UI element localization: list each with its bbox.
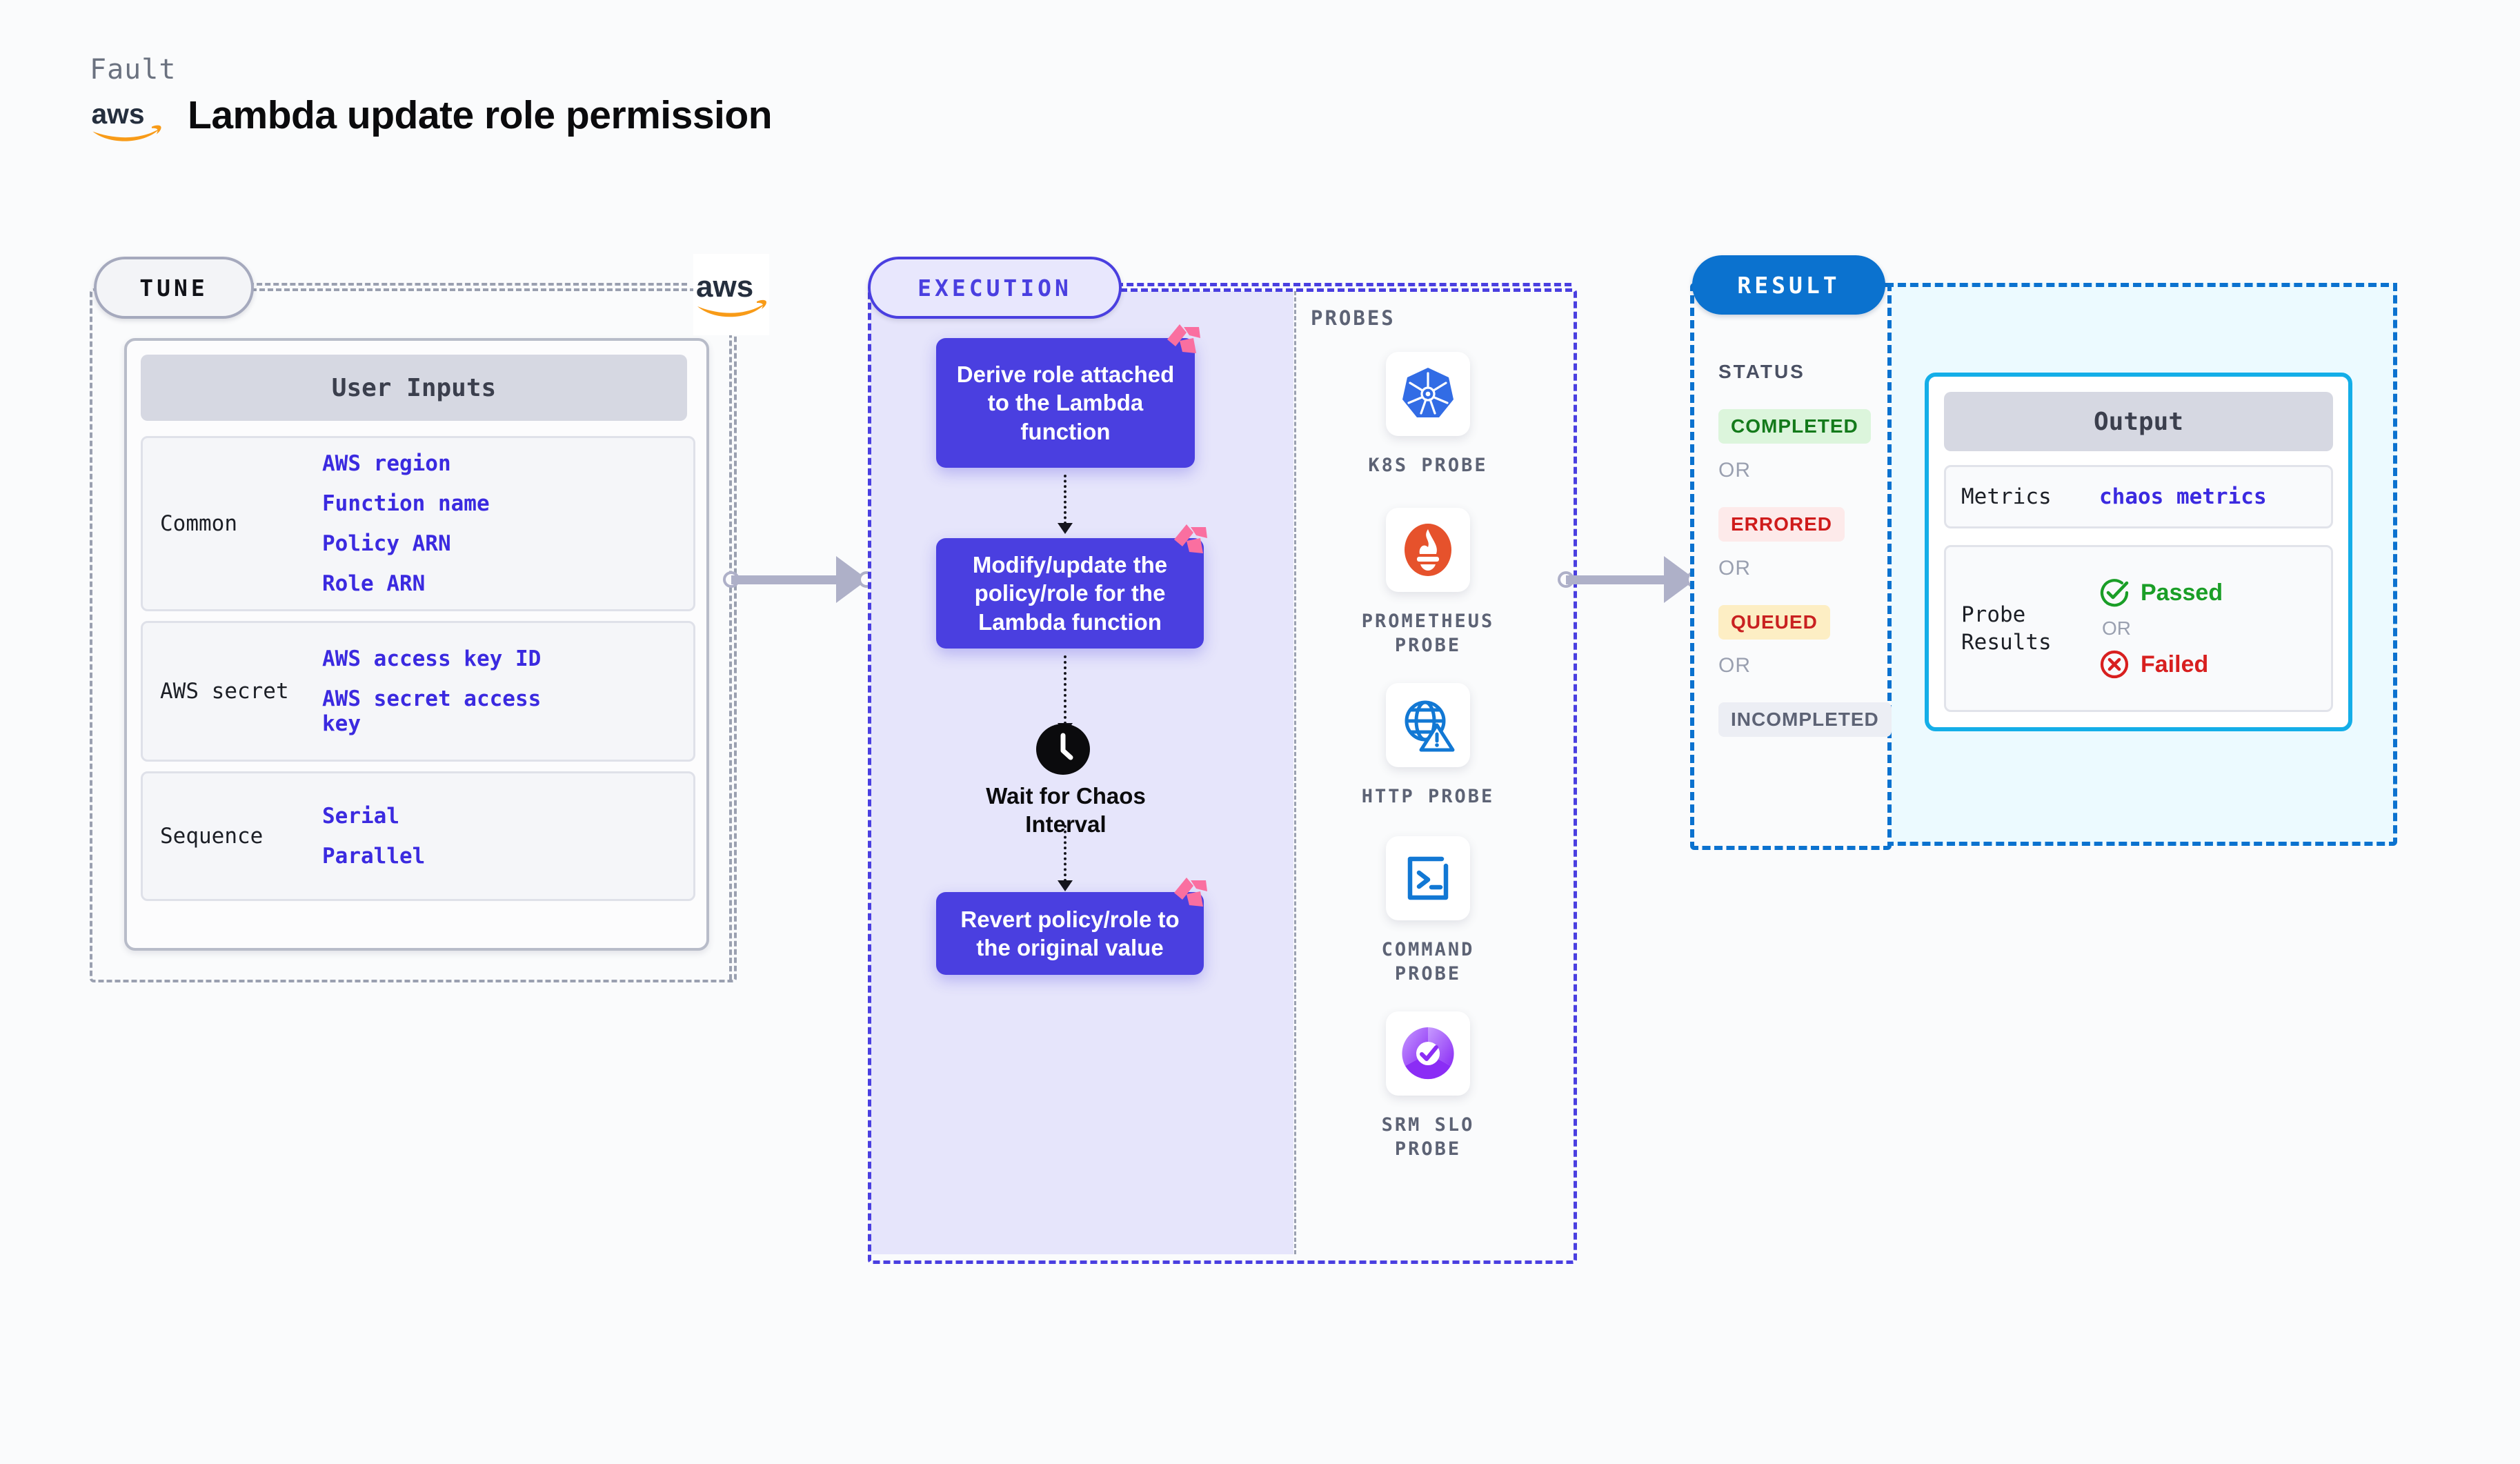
terminal-icon <box>1407 856 1449 900</box>
metrics-label: Metrics <box>1961 484 2052 509</box>
status-badge-incompleted: INCOMPLETED <box>1718 702 1892 737</box>
tune-group-sequence: Sequence Serial Parallel <box>141 771 695 901</box>
tune-value: Policy ARN <box>322 531 451 556</box>
result-pill[interactable]: RESULT <box>1692 255 1885 315</box>
probe-icon-card <box>1386 352 1470 436</box>
tune-value: Function name <box>322 491 490 516</box>
tune-value: Role ARN <box>322 571 426 596</box>
aws-logo-icon: aws <box>693 254 769 335</box>
status-badge-queued: QUEUED <box>1718 605 1830 640</box>
probe-item-command[interactable]: COMMAND PROBE <box>1349 836 1507 986</box>
tune-dash-vertical <box>729 283 732 980</box>
kubernetes-icon <box>1402 368 1454 417</box>
execution-arrowhead-3 <box>1058 880 1073 891</box>
status-badge-completed: COMPLETED <box>1718 409 1871 444</box>
probe-label: K8S PROBE <box>1368 455 1488 476</box>
status-or: OR <box>1718 459 1751 482</box>
tune-group-values: AWS access key ID AWS secret access key <box>322 646 550 736</box>
tune-group-label: AWS secret <box>160 679 289 704</box>
probe-result-failed: Failed <box>2099 649 2223 680</box>
user-inputs-title: User Inputs <box>141 355 687 421</box>
probe-failed-label: Failed <box>2141 651 2209 677</box>
tune-value: AWS secret access key <box>322 686 542 736</box>
check-circle-icon <box>2100 579 2129 607</box>
connector-line <box>731 575 836 584</box>
prometheus-icon <box>1405 524 1451 576</box>
tune-group-common: Common AWS region Function name Policy A… <box>141 436 695 611</box>
status-or: OR <box>1718 557 1751 580</box>
result-dash-connector <box>1885 283 2389 287</box>
tune-group-values: Serial Parallel <box>322 804 425 869</box>
probe-passed-label: Passed <box>2141 579 2223 606</box>
status-region <box>1690 283 1892 850</box>
tune-group-label: Common <box>160 511 237 536</box>
probe-icon-card <box>1386 508 1470 592</box>
probes-divider <box>1294 291 1296 1254</box>
http-globe-icon <box>1405 700 1455 752</box>
probe-item-srm-slo[interactable]: SRM SLO PROBE <box>1349 1011 1507 1161</box>
x-circle-icon <box>2100 650 2129 679</box>
tune-pill[interactable]: TUNE <box>94 257 254 319</box>
output-title: Output <box>1944 392 2333 451</box>
probe-result-passed: Passed <box>2099 577 2223 608</box>
page-title: Lambda update role permission <box>188 93 773 137</box>
probe-icon-card <box>1386 683 1470 767</box>
probe-result-or: OR <box>2102 617 2131 639</box>
output-metrics-row: Metrics chaos metrics <box>1944 465 2333 528</box>
tune-value: Serial <box>322 804 399 829</box>
status-or: OR <box>1718 654 1751 677</box>
metrics-value: chaos metrics <box>2099 484 2267 509</box>
probe-label: HTTP PROBE <box>1361 786 1495 807</box>
tune-value: AWS region <box>322 451 451 476</box>
tune-group-values: AWS region Function name Policy ARN Role… <box>322 451 490 596</box>
probe-item-prometheus[interactable]: PROMETHEUS PROBE <box>1349 508 1507 657</box>
execution-step-1[interactable]: Derive role attached to the Lambda funct… <box>936 338 1195 468</box>
connector-execution-to-result <box>1558 552 1703 607</box>
srm-slo-icon <box>1402 1027 1454 1080</box>
fault-label: Fault <box>90 54 177 86</box>
probe-label: PROMETHEUS PROBE <box>1361 611 1495 656</box>
execution-dash-connector <box>1116 283 1571 286</box>
svg-text:aws: aws <box>696 270 753 304</box>
tune-group-label: Sequence <box>160 824 264 849</box>
execution-arrow-2 <box>1064 655 1069 724</box>
status-badge-errored: ERRORED <box>1718 507 1845 542</box>
probe-icon-card <box>1386 836 1470 920</box>
harness-logo-icon <box>1174 878 1207 907</box>
probe-icon-card <box>1386 1011 1470 1096</box>
clock-icon <box>1036 724 1090 775</box>
execution-pill[interactable]: EXECUTION <box>868 257 1122 319</box>
execution-region <box>868 288 1577 1264</box>
aws-logo-icon: aws <box>91 98 161 141</box>
execution-arrow-3 <box>1064 825 1069 882</box>
status-label: STATUS <box>1718 361 1805 382</box>
svg-text:aws: aws <box>91 98 144 130</box>
probes-label: PROBES <box>1311 306 1396 330</box>
execution-arrow-1 <box>1064 475 1069 524</box>
probe-item-k8s[interactable]: K8S PROBE <box>1349 352 1507 478</box>
tune-group-aws-secret: AWS secret AWS access key ID AWS secret … <box>141 621 695 762</box>
wait-for-chaos-interval-label: Wait for Chaos Interval <box>986 783 1146 838</box>
tune-dash-connector <box>248 283 687 286</box>
connector-line <box>1566 575 1664 584</box>
probe-item-http[interactable]: HTTP PROBE <box>1349 683 1507 809</box>
harness-logo-icon <box>1174 524 1207 553</box>
harness-logo-icon <box>1167 324 1200 353</box>
connector-tune-to-execution <box>723 552 875 607</box>
execution-step-3[interactable]: Revert policy/role to the original value <box>936 892 1204 975</box>
probe-label: SRM SLO PROBE <box>1381 1114 1475 1160</box>
tune-value: AWS access key ID <box>322 646 542 671</box>
execution-arrowhead-1 <box>1058 523 1073 534</box>
execution-step-2[interactable]: Modify/update the policy/role for the La… <box>936 538 1204 649</box>
tune-value: Parallel <box>322 844 426 869</box>
probe-label: COMMAND PROBE <box>1381 939 1475 985</box>
